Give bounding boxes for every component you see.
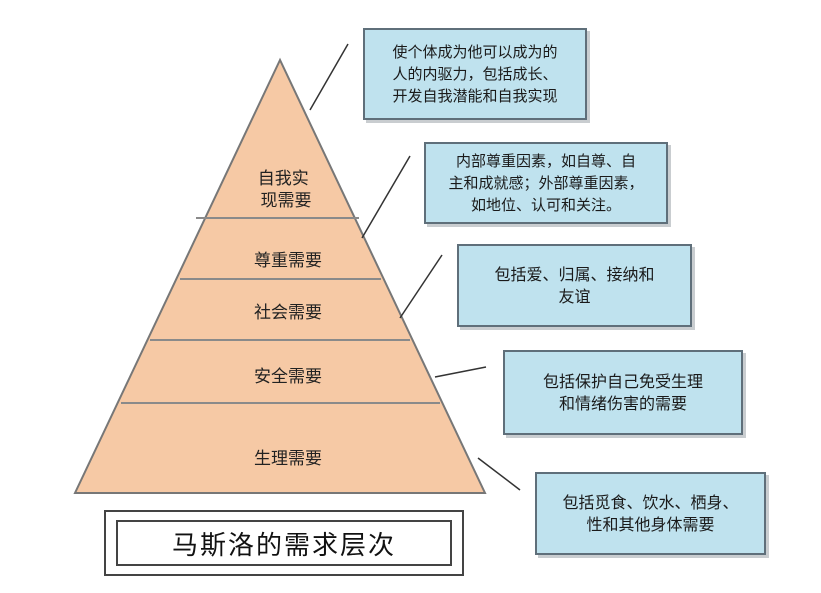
connector-line (477, 457, 521, 491)
note-line: 包括爱、归属、接纳和 (494, 264, 655, 284)
connector-line (309, 43, 349, 111)
level-label-esteem: 尊重需要 (254, 251, 322, 271)
note-line: 人的内驱力，包括成长、 (392, 65, 558, 83)
note-safety: 包括保护自己免受生理 和情绪伤害的需要 (503, 350, 743, 435)
note-social: 包括爱、归属、接纳和 友谊 (457, 244, 692, 327)
diagram-title: 马斯洛的需求层次 (116, 520, 452, 566)
note-line: 使个体成为他可以成为的 (392, 43, 558, 61)
level-label-physio: 生理需要 (254, 449, 322, 469)
level-label-line: 自我实 (258, 169, 309, 189)
note-line: 包括觅食、饮水、栖身、 (562, 492, 739, 512)
level-label-self: 自我实 现需要 (258, 169, 314, 211)
level-label-line: 现需要 (261, 191, 312, 211)
note-line: 包括保护自己免受生理 (542, 371, 703, 391)
note-esteem: 内部尊重因素，如自尊、自 主和成就感；外部尊重因素， 如地位、认可和关注。 (424, 142, 668, 224)
connector-line (399, 254, 443, 319)
note-self-actualization: 使个体成为他可以成为的 人的内驱力，包括成长、 开发自我潜能和自我实现 (363, 28, 587, 120)
note-line: 性和其他身体需要 (586, 514, 715, 534)
connector-line (361, 155, 411, 239)
note-line: 如地位、认可和关注。 (470, 196, 621, 214)
level-label-safety: 安全需要 (254, 367, 322, 387)
level-label-social: 社会需要 (254, 303, 322, 323)
connector-line (434, 366, 487, 378)
note-physiological: 包括觅食、饮水、栖身、 性和其他身体需要 (535, 472, 766, 555)
pyramid-shape (73, 57, 487, 494)
note-line: 开发自我潜能和自我实现 (392, 87, 558, 105)
note-line: 和情绪伤害的需要 (558, 393, 687, 413)
note-line: 内部尊重因素，如自尊、自 (455, 152, 636, 170)
diagram-title-box: 马斯洛的需求层次 (104, 510, 464, 576)
note-line: 友谊 (558, 286, 591, 306)
note-line: 主和成就感；外部尊重因素， (448, 174, 644, 192)
